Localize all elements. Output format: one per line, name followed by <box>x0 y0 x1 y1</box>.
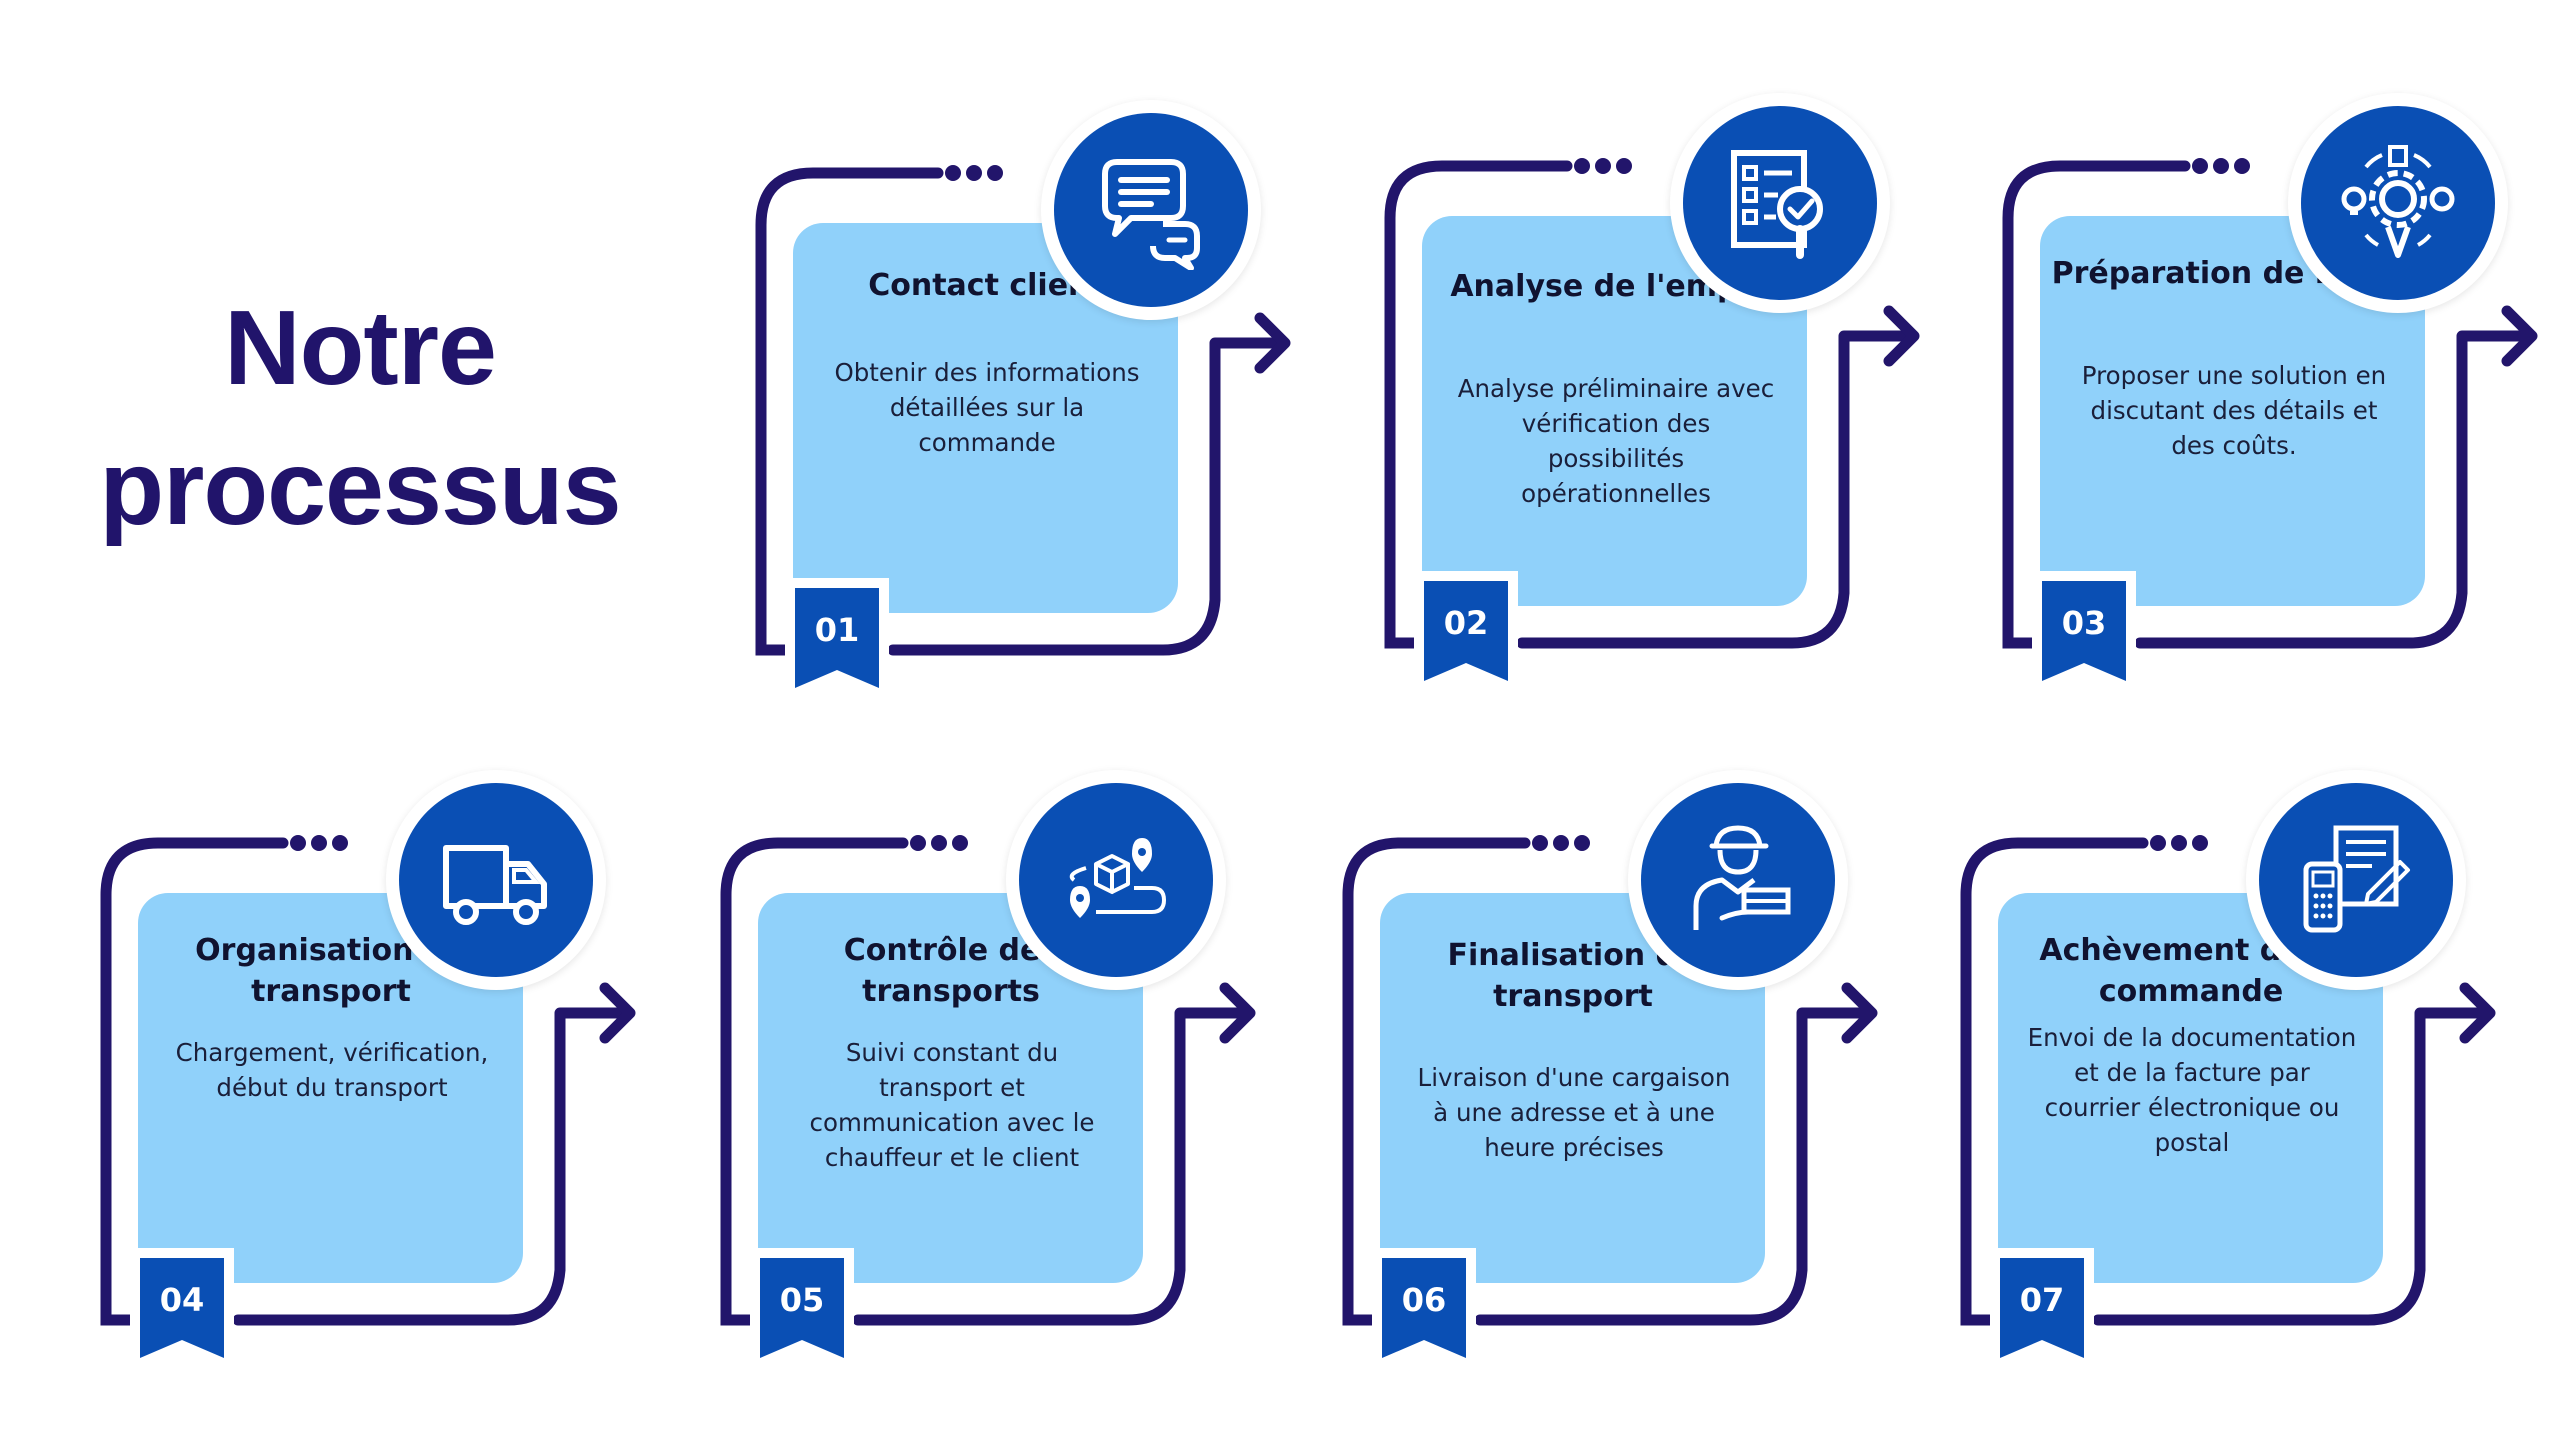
dot <box>1616 158 1632 174</box>
step-number: 04 <box>159 1281 205 1319</box>
step-icon-ring <box>2288 93 2508 313</box>
dot <box>290 835 306 851</box>
step-frame <box>1384 158 1920 649</box>
dot <box>2192 835 2208 851</box>
step-description: Chargement, vérification, début du trans… <box>175 1038 489 1102</box>
delivery-truck-icon <box>443 845 547 925</box>
step-description: Livraison d'une cargaison à une adresse … <box>1417 1063 1731 1162</box>
dot <box>1595 158 1611 174</box>
step-number: 01 <box>814 611 860 649</box>
process-step: Organisation du transport Chargement, vé… <box>88 770 668 1400</box>
dot <box>2192 158 2208 174</box>
step-description: Analyse préliminaire avec vérification d… <box>1457 374 1775 508</box>
dot <box>1553 835 1569 851</box>
dot <box>952 835 968 851</box>
process-step: Analyse de l'emploi Analyse préliminaire… <box>1372 93 1952 723</box>
dot <box>1574 158 1590 174</box>
arrow-right-icon <box>1219 982 1256 1044</box>
dot <box>2234 158 2250 174</box>
step-icon-disc <box>1019 783 1213 977</box>
step-icon-ring <box>2246 770 2466 990</box>
arrow-right-icon <box>599 982 636 1044</box>
process-step: Finalisation du transport Livraison d'un… <box>1330 770 1910 1400</box>
step-number-badge: 01 <box>785 578 889 706</box>
dot <box>1574 835 1590 851</box>
arrow-right-icon <box>1883 305 1920 367</box>
step-icon-ring <box>1628 770 1848 990</box>
step-number-badge: 05 <box>750 1248 854 1376</box>
step-number-badge: 07 <box>1990 1248 2094 1376</box>
dot <box>2213 158 2229 174</box>
checklist-magnifier-icon <box>1731 150 1823 259</box>
step-description: Envoi de la documentation et de la factu… <box>2027 1023 2357 1157</box>
invoice-payment-icon <box>2303 825 2410 933</box>
page-title: Notre processus <box>90 278 630 558</box>
step-number-badge: 04 <box>130 1248 234 1376</box>
dot <box>332 835 348 851</box>
gear-ideas-icon <box>2341 145 2455 258</box>
step-icon-disc <box>399 783 593 977</box>
process-step: Contrôle des transports Suivi constant d… <box>708 770 1288 1400</box>
step-number-badge: 06 <box>1372 1248 1476 1376</box>
step-frame <box>1960 835 2496 1326</box>
arrow-right-icon <box>2459 982 2496 1044</box>
dot <box>966 165 982 181</box>
dot <box>931 835 947 851</box>
dot <box>1532 835 1548 851</box>
step-icon-ring <box>1006 770 1226 990</box>
step-frame <box>720 835 1256 1326</box>
step-description: Proposer une solution en discutant des d… <box>2081 361 2387 460</box>
step-icon-ring <box>386 770 606 990</box>
dot <box>311 835 327 851</box>
step-frame <box>755 165 1291 656</box>
step-title: Finalisation du transport <box>1447 938 1699 1014</box>
step-icon-disc <box>1683 106 1877 300</box>
dot <box>945 165 961 181</box>
process-step: Contact client Obtenir des informations … <box>743 100 1323 730</box>
step-number: 07 <box>2019 1281 2065 1319</box>
step-description: Suivi constant du transport et communica… <box>809 1038 1095 1172</box>
step-number: 02 <box>1443 604 1489 642</box>
step-icon-disc <box>1641 783 1835 977</box>
step-icon-disc <box>2259 783 2453 977</box>
step-description: Obtenir des informations détaillées sur … <box>834 358 1140 457</box>
process-step: Préparation de l'offre Proposer une solu… <box>1990 93 2560 723</box>
process-step: Achèvement de la commande Envoi de la do… <box>1948 770 2528 1400</box>
title-line-2: processus <box>99 429 621 547</box>
step-icon-ring <box>1041 100 1261 320</box>
dot <box>2150 835 2166 851</box>
delivery-person-icon <box>1693 825 1791 930</box>
arrow-right-icon <box>1254 312 1291 374</box>
step-number: 06 <box>1401 1281 1447 1319</box>
package-route-icon <box>1069 838 1167 918</box>
step-number: 05 <box>779 1281 825 1319</box>
step-icon-disc <box>1054 113 1248 307</box>
step-frame <box>1342 835 1878 1326</box>
step-frame <box>100 835 636 1326</box>
step-number-badge: 02 <box>1414 571 1518 699</box>
step-frame <box>2002 158 2538 649</box>
arrow-right-icon <box>1841 982 1878 1044</box>
step-icon-disc <box>2301 106 2495 300</box>
step-number: 03 <box>2061 604 2107 642</box>
chat-bubbles-icon <box>1102 159 1200 270</box>
dot <box>987 165 1003 181</box>
arrow-right-icon <box>2501 305 2538 367</box>
step-icon-ring <box>1670 93 1890 313</box>
step-number-badge: 03 <box>2032 571 2136 699</box>
dot <box>910 835 926 851</box>
dot <box>2171 835 2187 851</box>
title-line-1: Notre <box>224 289 497 407</box>
